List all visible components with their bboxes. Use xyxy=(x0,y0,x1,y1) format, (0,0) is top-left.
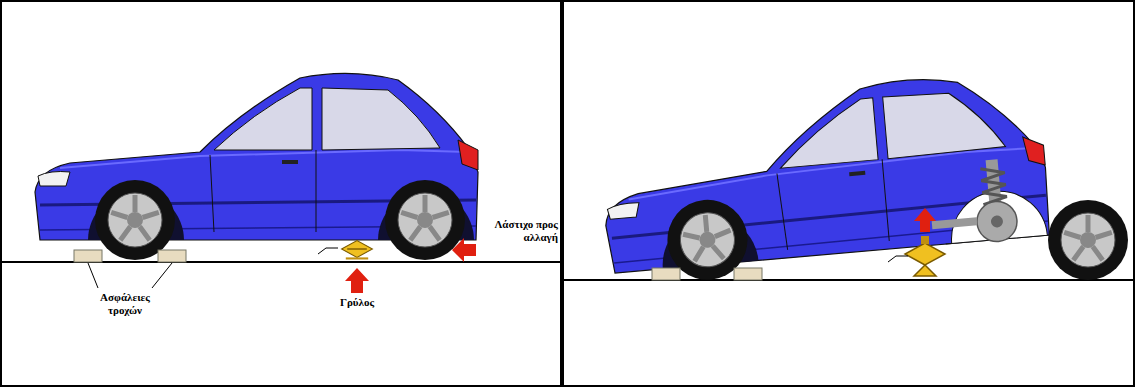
jack-label: Γρύλος xyxy=(322,296,392,309)
lifted-car xyxy=(596,69,1055,289)
wheel-chocks-label: Ασφάλειες τροχών xyxy=(82,291,168,317)
tire-label: Λάστιχο προς αλλαγή xyxy=(478,218,558,244)
car xyxy=(35,73,478,260)
